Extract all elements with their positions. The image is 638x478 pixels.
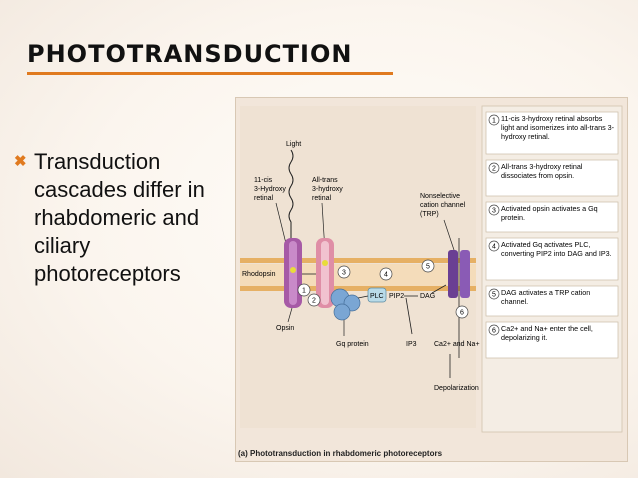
trans-retinal-label-3: retinal — [312, 195, 332, 202]
step-number-3: 3 — [492, 208, 496, 215]
active-opsin-highlight — [321, 241, 329, 305]
step-badge-1 — [488, 114, 500, 126]
diagram-step-number-5: 5 — [426, 264, 430, 271]
step-text-3: Activated opsin activates a Gq protein. — [501, 204, 598, 222]
channel-label-3: (TRP) — [420, 211, 439, 218]
light-label: Light — [286, 141, 301, 148]
ip3-label: IP3 — [406, 341, 417, 348]
channel-label-1: Nonselective — [420, 193, 460, 200]
opsin-label: Opsin — [276, 325, 294, 332]
diagram-step-number-2: 2 — [312, 298, 316, 305]
diagram-step-marker-4 — [379, 267, 393, 281]
gprotein-label: Gq protein — [336, 341, 369, 348]
trp-channel-right — [460, 250, 470, 298]
gprotein-plc-arrow — [357, 295, 369, 299]
diagram-step-marker-3 — [337, 265, 351, 279]
opsin-pointer — [287, 307, 293, 323]
step-text-6: Ca2+ and Na+ enter the cell, depolarizin… — [501, 324, 593, 342]
pip2-label: PIP2 — [389, 293, 404, 300]
figure-caption: (a) Phototransduction in rhabdomeric pho… — [238, 449, 443, 458]
steps-panel: 1 11-cis 3-hydroxy retinal absorbs light… — [481, 105, 623, 433]
step-text-5: DAG activates a TRP cation channel. — [501, 288, 591, 306]
step-badge-6 — [488, 324, 500, 336]
step-badge-5 — [488, 288, 500, 300]
step-text-1: 11-cis 3-hydroxy retinal absorbs light a… — [501, 114, 615, 141]
step-number-6: 6 — [492, 328, 496, 335]
step-number-2: 2 — [492, 166, 496, 173]
bullet-x-icon: ✖ — [14, 153, 27, 170]
bullet-text: Transduction cascades differ in rhabdome… — [34, 149, 205, 286]
diagram-step-marker-5 — [421, 259, 435, 273]
diagram-step-marker-1 — [297, 283, 311, 297]
channel-label-2: cation channel — [420, 202, 466, 209]
step-badge-3 — [488, 204, 500, 216]
membrane-top — [240, 258, 476, 263]
step-box-6 — [485, 321, 619, 359]
ions-label: Ca2+ and Na+ — [434, 341, 480, 348]
diagram-step-marker-6 — [455, 305, 469, 319]
membrane-bottom — [240, 286, 476, 291]
plc-box — [367, 287, 387, 303]
dag-trp-arrow — [431, 284, 447, 294]
step-box-1 — [485, 111, 619, 155]
step-box-4 — [485, 237, 619, 281]
diagram-step-marker-2 — [307, 293, 321, 307]
light-wave — [288, 149, 294, 244]
dag-label: DAG — [420, 293, 435, 300]
cis-retinal-molecule — [290, 267, 296, 273]
depolarization-label: Depolarization — [434, 385, 479, 392]
rhodopsin-label: Rhodopsin — [242, 271, 276, 278]
diagram-step-number-6: 6 — [460, 310, 464, 317]
diagram-step-number-3: 3 — [342, 270, 346, 277]
step-text-4: Activated Gq activates PLC, converting P… — [501, 240, 612, 258]
trp-channel-left — [448, 250, 458, 298]
step-box-5 — [485, 285, 619, 317]
trans-retinal-label-1: All-trans — [312, 177, 338, 184]
step-text-2: All-trans 3-hydroxy retinal dissociates … — [501, 162, 583, 180]
title-underline — [27, 72, 393, 75]
bullet-item: ✖ Transduction cascades differ in rhabdo… — [14, 148, 239, 288]
step-number-1: 1 — [492, 118, 496, 125]
step-number-5: 5 — [492, 292, 496, 299]
pip2-ip3-arrow — [405, 297, 413, 335]
slide-title: PHOTOTRANSDUCTION — [27, 40, 353, 68]
gprotein-subunit-3 — [333, 303, 351, 321]
step-badge-2 — [488, 162, 500, 174]
cis-retinal-label-2: 3-Hydroxy — [254, 186, 286, 193]
trans-retinal-molecule — [322, 260, 328, 266]
step-badge-4 — [488, 240, 500, 252]
step-number-4: 4 — [492, 244, 496, 251]
diagram-step-number-1: 1 — [302, 288, 306, 295]
cis-retinal-label-1: 11-cis — [254, 177, 273, 184]
diagram-step-number-4: 4 — [384, 272, 388, 279]
cis-retinal-label-3: retinal — [254, 195, 274, 202]
step-box-2 — [485, 159, 619, 197]
trans-retinal-label-2: 3-hydroxy — [312, 186, 343, 193]
plc-label: PLC — [370, 293, 384, 300]
channel-pointer — [443, 219, 455, 251]
phototransduction-figure: Light 11-cis 3-Hydroxy retinal All-trans… — [235, 97, 628, 462]
step-box-3 — [485, 201, 619, 233]
